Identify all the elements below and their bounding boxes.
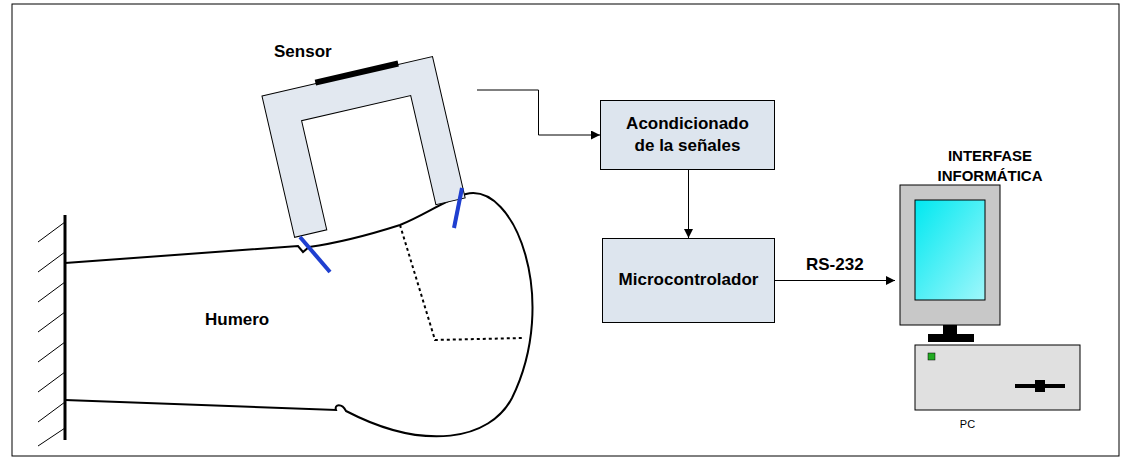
process-box: Acondicionado de la señales — [600, 100, 775, 170]
wall-hatching — [38, 222, 65, 446]
signal-arrow — [775, 280, 895, 281]
sensor-node: Sensor — [222, 40, 477, 255]
signal-arrow — [477, 90, 600, 135]
part-label: Humero — [205, 310, 269, 330]
signal-arrow — [688, 170, 689, 238]
box-label: Microcontrolador — [619, 269, 759, 291]
node-heading: Sensor — [274, 42, 332, 62]
hidden-line — [400, 225, 522, 340]
node-heading: INTERFASE INFORMÁTICA — [895, 146, 1085, 187]
fixed-wall — [64, 215, 67, 440]
sensor-u-shape — [222, 40, 477, 255]
box-label: Acondicionado de la señales — [615, 113, 760, 157]
frame-border — [12, 4, 1119, 456]
process-box: Microcontrolador — [602, 238, 775, 323]
computer-node: INTERFASE INFORMÁTICA PC — [895, 140, 1085, 445]
icon-label: PC — [895, 418, 1040, 430]
edge-label: RS-232 — [804, 255, 866, 275]
pc-icon — [895, 140, 1085, 445]
